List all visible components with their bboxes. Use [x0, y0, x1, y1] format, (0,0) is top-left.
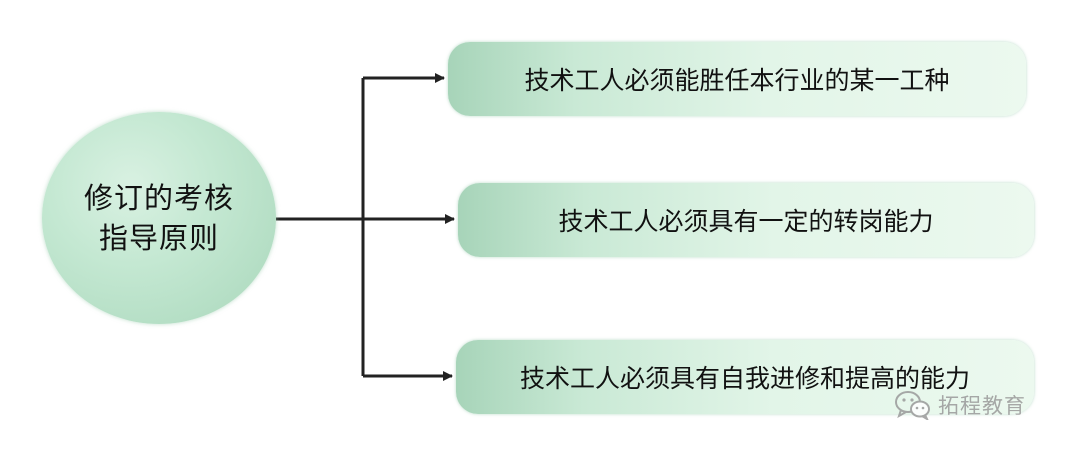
- branch-node-1-label: 技术工人必须能胜任本行业的某一工种: [524, 66, 950, 95]
- watermark-text: 拓程教育: [938, 394, 1026, 418]
- watermark: 拓程教育: [894, 390, 1026, 420]
- branch-node-3: 技术工人必须具有自我进修和提高的能力: [456, 340, 1034, 414]
- branch-node-2-label: 技术工人必须具有一定的转岗能力: [558, 207, 934, 236]
- branch-node-2: 技术工人必须具有一定的转岗能力: [458, 183, 1034, 257]
- root-label-line-2: 指导原则: [98, 221, 219, 255]
- root-node-label: 修订的考核 指导原则: [69, 178, 249, 258]
- branch-node-3-label: 技术工人必须具有自我进修和提高的能力: [519, 364, 970, 393]
- branch-node-1: 技术工人必须能胜任本行业的某一工种: [448, 42, 1026, 116]
- root-node: 修订的考核 指导原则: [42, 112, 276, 324]
- wechat-icon: [895, 391, 930, 420]
- root-label-line-1: 修订的考核: [83, 181, 234, 215]
